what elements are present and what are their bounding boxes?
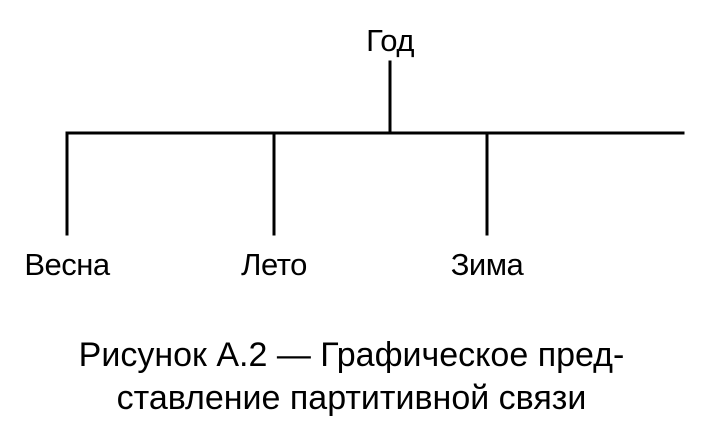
child-node-label-spring: Весна — [24, 247, 111, 282]
child-node-label-summer: Лето — [241, 247, 307, 282]
figure-caption-line-2: ставление партитивной связи — [116, 379, 587, 417]
child-node-label-winter: Зима — [451, 247, 525, 282]
figure-caption-line-1: Рисунок А.2 — Графическое пред- — [78, 336, 625, 374]
root-node-label: Год — [366, 23, 414, 58]
